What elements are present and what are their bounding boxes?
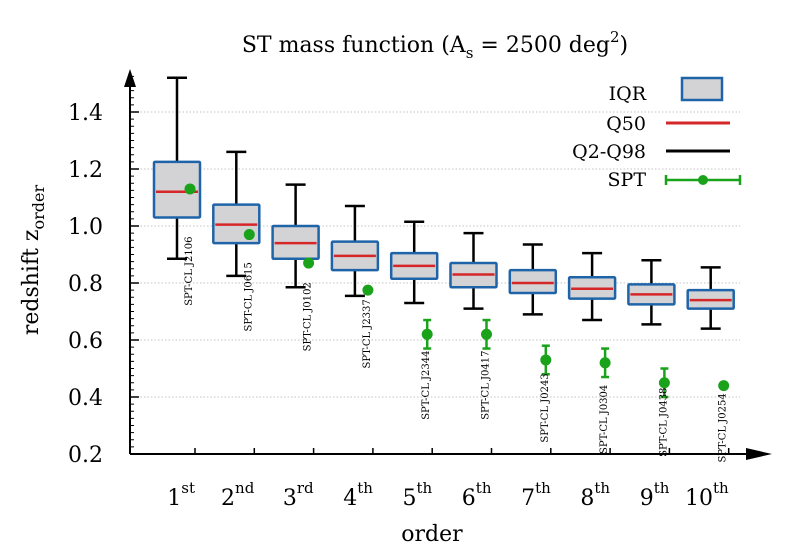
legend-label-q50: Q50	[606, 113, 646, 135]
cluster-label: SPT-CL J0417	[481, 351, 492, 420]
cluster-label: SPT-CL J0102	[303, 282, 314, 351]
spt-point-3	[303, 257, 315, 269]
y-ticks: 0.2 0.4 0.6 0.8 1.0 1.2 1.4	[68, 75, 139, 468]
spt-marker	[303, 257, 315, 269]
box-6	[449, 231, 498, 310]
legend-swatch-iqr	[680, 76, 724, 102]
x-axis-arrow	[746, 448, 772, 460]
y-tick-label: 0.6	[68, 329, 103, 354]
y-tick-label: 1.0	[68, 215, 103, 240]
cluster-label: SPT-CL J2344	[421, 351, 432, 420]
spt-marker	[599, 357, 611, 369]
spt-marker	[362, 284, 374, 296]
chart-title: ST mass function (As = 2500 deg2)	[242, 28, 628, 62]
x-tick-label: 10th	[685, 479, 729, 511]
x-tick-label: 1st	[167, 479, 195, 511]
legend-swatch-spt-marker	[698, 175, 708, 185]
spt-point-9	[658, 367, 670, 399]
y-axis-arrow	[124, 69, 136, 87]
cluster-label: SPT-CL J0615	[243, 262, 254, 331]
spt-point-7	[540, 344, 552, 376]
x-tick-label: 8th	[580, 479, 610, 511]
spt-marker	[421, 328, 433, 340]
x-tick-label: 5th	[402, 479, 432, 511]
x-tick-label: 2nd	[221, 479, 255, 511]
box-2	[212, 150, 261, 278]
box-3	[271, 183, 320, 289]
cluster-label: SPT-CL J2337	[362, 299, 373, 368]
box-7	[508, 243, 558, 316]
y-tick-label: 1.4	[68, 101, 103, 126]
box-1	[152, 76, 202, 261]
spt-marker	[243, 229, 255, 241]
box-10	[686, 266, 735, 330]
spt-point-4	[362, 284, 374, 296]
x-tick-label: 9th	[640, 479, 670, 511]
cluster-label: SPT-CL J2106	[184, 237, 195, 306]
x-axis-label: order	[401, 522, 463, 547]
y-tick-label: 0.2	[68, 443, 103, 468]
y-axis-label: redshift zorder	[19, 184, 48, 335]
spt-point-1	[184, 183, 196, 195]
axes	[124, 69, 772, 460]
cluster-label: SPT-CL J0243	[540, 373, 551, 442]
x-tick-label: 3rd	[283, 479, 314, 511]
cluster-label: SPT-CL J0304	[599, 385, 610, 454]
spt-marker	[540, 354, 552, 366]
y-tick-label: 0.8	[68, 272, 103, 297]
spt-marker	[184, 183, 196, 195]
iqr-box	[508, 268, 558, 295]
spt-point-8	[599, 347, 611, 379]
spt-point-10	[718, 380, 730, 392]
x-ticks: 1st 2nd 3rd 4th 5th 6th 7th 8th 9th 10th	[167, 448, 730, 511]
legend-label-iqr: IQR	[609, 83, 647, 105]
spt-point-5	[421, 318, 433, 350]
box-5	[389, 220, 439, 305]
iqr-box	[152, 160, 202, 219]
x-tick-label: 7th	[521, 479, 551, 511]
spt-marker	[481, 328, 492, 340]
spt-point-2	[243, 229, 255, 241]
box-8	[567, 251, 617, 322]
legend-label-spt: SPT	[608, 169, 647, 191]
box-9	[627, 258, 676, 326]
spt-marker	[658, 377, 670, 389]
y-tick-label: 0.4	[68, 386, 103, 411]
spt-point-6	[481, 318, 492, 350]
legend-label-range: Q2-Q98	[572, 141, 646, 163]
cluster-label: SPT-CL J0438	[658, 388, 669, 457]
y-tick-label: 1.2	[68, 158, 103, 183]
plot-area	[152, 76, 735, 399]
cluster-label: SPT-CL J0254	[718, 393, 729, 462]
x-tick-label: 6th	[462, 479, 492, 511]
box-4	[330, 204, 380, 298]
x-tick-label: 4th	[343, 479, 373, 511]
spt-marker	[718, 380, 730, 392]
legend: IQR Q50 Q2-Q98 SPT	[572, 76, 742, 191]
